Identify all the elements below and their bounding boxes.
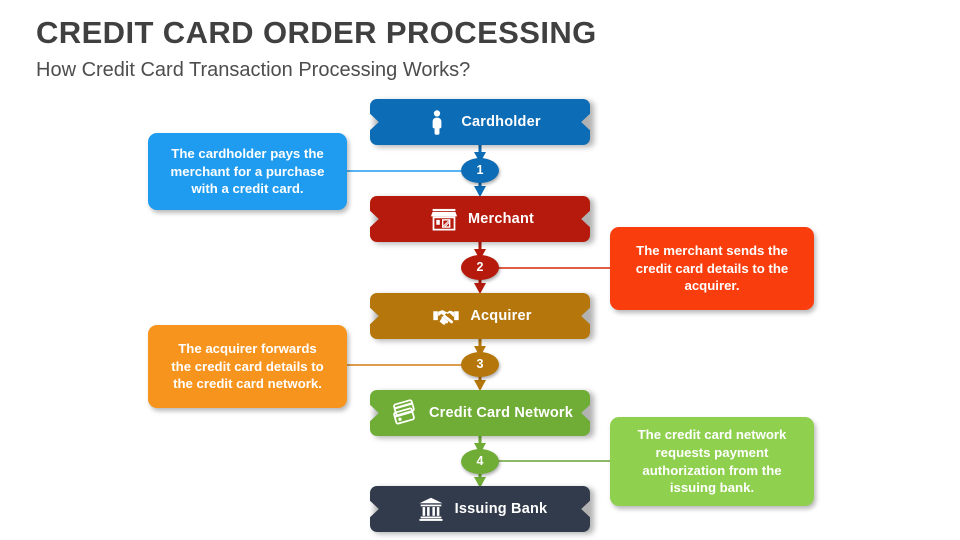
node-issuing-bank[interactable]: Issuing Bank	[370, 486, 590, 532]
header: CREDIT CARD ORDER PROCESSING How Credit …	[36, 15, 597, 82]
node-label-merchant: Merchant	[467, 211, 535, 227]
person-icon	[432, 110, 442, 135]
node-credit-card-network[interactable]: Credit Card Network	[370, 390, 590, 436]
page-subtitle: How Credit Card Transaction Processing W…	[36, 59, 471, 82]
step-badge-1-number: 1	[476, 163, 484, 178]
bank-icon	[419, 497, 443, 521]
handshake-icon	[433, 310, 460, 325]
node-label-cardholder: Cardholder	[461, 114, 541, 130]
step-badge-1[interactable]: 1	[461, 158, 499, 183]
node-label-credit-card-network: Credit Card Network	[429, 405, 573, 421]
storefront-icon	[430, 208, 458, 231]
step-badge-2[interactable]: 2	[461, 255, 499, 280]
step-badge-4-number: 4	[476, 454, 484, 469]
step-badge-3-number: 3	[476, 357, 484, 372]
node-merchant[interactable]: Merchant	[370, 196, 590, 242]
node-acquirer[interactable]: Acquirer	[370, 293, 590, 339]
node-label-issuing-bank: Issuing Bank	[454, 501, 548, 517]
node-label-acquirer: Acquirer	[470, 308, 532, 324]
page-title: CREDIT CARD ORDER PROCESSING	[36, 15, 597, 50]
node-cardholder[interactable]: Cardholder	[370, 99, 590, 145]
step-badge-4[interactable]: 4	[461, 449, 499, 474]
step-badge-2-number: 2	[476, 260, 484, 275]
step-badge-3[interactable]: 3	[461, 352, 499, 377]
credit-cards-icon	[393, 399, 415, 425]
